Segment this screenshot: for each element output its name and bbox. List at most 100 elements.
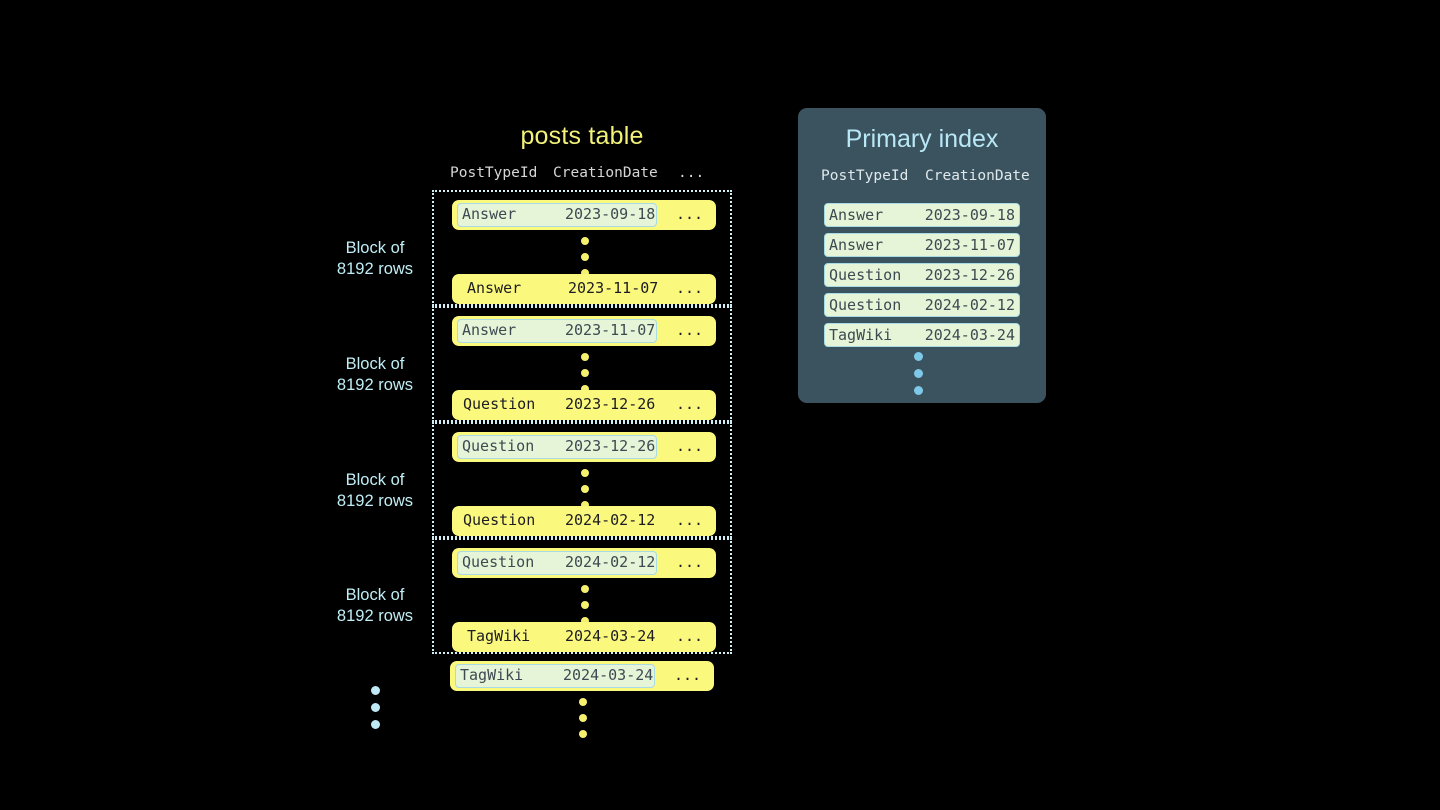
cell-posttypeid: TagWiki bbox=[467, 627, 531, 645]
cell-more: ... bbox=[676, 321, 704, 339]
cell-posttypeid: TagWiki bbox=[460, 666, 524, 684]
block-2: Answer 2023-11-07 ... Question 2023-12-2… bbox=[432, 306, 732, 422]
block-label-line2: 8192 rows bbox=[336, 376, 414, 394]
index-row[interactable]: TagWiki 2024-03-24 bbox=[824, 323, 1020, 347]
index-row[interactable]: Question 2023-12-26 bbox=[824, 263, 1020, 287]
row-ellipsis-vertical bbox=[581, 353, 591, 401]
table-row[interactable]: Answer 2023-11-07 ... bbox=[452, 274, 716, 304]
cell-posttypeid: Question bbox=[462, 437, 535, 455]
dot bbox=[371, 720, 380, 729]
index-row[interactable]: Question 2024-02-12 bbox=[824, 293, 1020, 317]
dot bbox=[581, 353, 589, 361]
cell-creationdate: 2024-03-24 bbox=[563, 666, 654, 684]
row-key-highlight bbox=[457, 319, 657, 343]
cell-more: ... bbox=[676, 395, 704, 413]
dot bbox=[371, 703, 380, 712]
dot bbox=[579, 730, 587, 738]
cell-more: ... bbox=[674, 666, 702, 684]
index-cell-creationdate: 2023-09-18 bbox=[924, 206, 1015, 224]
index-cell-creationdate: 2023-12-26 bbox=[924, 266, 1015, 284]
index-cell-posttypeid: Answer bbox=[829, 236, 884, 254]
index-row[interactable]: Answer 2023-09-18 bbox=[824, 203, 1020, 227]
cell-more: ... bbox=[676, 553, 704, 571]
table-row[interactable]: Answer 2023-09-18 ... bbox=[452, 200, 716, 230]
posts-table-title: posts table bbox=[520, 122, 644, 150]
table-row[interactable]: TagWiki 2024-03-24 ... bbox=[452, 622, 716, 652]
cell-posttypeid: Answer bbox=[462, 321, 517, 339]
cell-posttypeid: Question bbox=[462, 553, 535, 571]
cell-creationdate: 2024-02-12 bbox=[565, 553, 656, 571]
row-key-highlight bbox=[457, 551, 657, 575]
primary-index-title: Primary index bbox=[845, 125, 999, 153]
index-cell-posttypeid: Question bbox=[829, 266, 902, 284]
index-cell-posttypeid: Question bbox=[829, 296, 902, 314]
block-label-line1: Block of bbox=[345, 586, 405, 604]
index-cell-creationdate: 2024-02-12 bbox=[924, 296, 1015, 314]
cell-creationdate: 2023-09-18 bbox=[565, 205, 656, 223]
cell-posttypeid: Question bbox=[463, 395, 536, 413]
block-1-label: Block of 8192 rows bbox=[300, 238, 450, 280]
primary-index-column-headers: PostTypeId CreationDate bbox=[798, 168, 1046, 190]
dot bbox=[579, 714, 587, 722]
cell-creationdate: 2023-12-26 bbox=[565, 395, 656, 413]
table-row[interactable]: Question 2023-12-26 ... bbox=[452, 432, 716, 462]
row-key-highlight bbox=[457, 203, 657, 227]
dot bbox=[581, 237, 589, 245]
dot bbox=[579, 698, 587, 706]
cell-posttypeid: Question bbox=[463, 511, 536, 529]
index-cell-creationdate: 2023-11-07 bbox=[924, 236, 1015, 254]
blocks-ellipsis-vertical bbox=[371, 686, 381, 737]
dot bbox=[914, 386, 923, 395]
cell-posttypeid: Answer bbox=[467, 279, 522, 297]
block-4: Question 2024-02-12 ... TagWiki 2024-03-… bbox=[432, 538, 732, 654]
block-label-line1: Block of bbox=[345, 239, 405, 257]
dot bbox=[581, 617, 589, 625]
cell-more: ... bbox=[676, 279, 704, 297]
cell-posttypeid: Answer bbox=[462, 205, 517, 223]
block-label-line1: Block of bbox=[345, 355, 405, 373]
posts-table-section: posts table PostTypeId CreationDate ... … bbox=[300, 122, 732, 746]
index-row[interactable]: Answer 2023-11-07 bbox=[824, 233, 1020, 257]
cell-creationdate: 2023-11-07 bbox=[568, 279, 659, 297]
row-key-highlight bbox=[457, 435, 657, 459]
dot bbox=[581, 501, 589, 509]
dot bbox=[371, 686, 380, 695]
index-cell-creationdate: 2024-03-24 bbox=[924, 326, 1015, 344]
primary-index-panel: Primary index PostTypeId CreationDate An… bbox=[798, 108, 1046, 403]
block-label-line2: 8192 rows bbox=[336, 492, 414, 510]
block-label-line1: Block of bbox=[345, 471, 405, 489]
cell-more: ... bbox=[676, 627, 704, 645]
index-ellipsis-vertical bbox=[914, 352, 924, 403]
table-row[interactable]: Question 2024-02-12 ... bbox=[452, 548, 716, 578]
table-row[interactable]: Question 2024-02-12 ... bbox=[452, 506, 716, 536]
dot bbox=[581, 469, 589, 477]
cell-creationdate: 2024-02-12 bbox=[565, 511, 656, 529]
block-3-label: Block of 8192 rows bbox=[300, 470, 450, 512]
dot bbox=[581, 585, 589, 593]
row-ellipsis-vertical bbox=[581, 585, 591, 633]
block-4-label: Block of 8192 rows bbox=[300, 585, 450, 627]
dot bbox=[581, 253, 589, 261]
column-header-creationdate: CreationDate bbox=[553, 165, 658, 181]
dot bbox=[581, 369, 589, 377]
block-label-line2: 8192 rows bbox=[336, 607, 414, 625]
table-row[interactable]: Answer 2023-11-07 ... bbox=[452, 316, 716, 346]
index-column-header-posttypeid: PostTypeId bbox=[821, 168, 909, 184]
column-header-more: ... bbox=[678, 165, 705, 181]
cell-more: ... bbox=[676, 511, 704, 529]
dot bbox=[581, 601, 589, 609]
index-cell-posttypeid: TagWiki bbox=[829, 326, 893, 344]
table-ellipsis-vertical bbox=[579, 698, 589, 746]
dot bbox=[914, 369, 923, 378]
table-row-trailing[interactable]: TagWiki 2024-03-24 ... bbox=[450, 661, 714, 691]
index-cell-posttypeid: Answer bbox=[829, 206, 884, 224]
block-2-label: Block of 8192 rows bbox=[300, 354, 450, 396]
block-1: Answer 2023-09-18 ... Answer 2023-11-07 … bbox=[432, 190, 732, 306]
dot bbox=[581, 269, 589, 277]
index-column-header-creationdate: CreationDate bbox=[925, 168, 1030, 184]
cell-creationdate: 2023-12-26 bbox=[565, 437, 656, 455]
dot bbox=[581, 385, 589, 393]
cell-creationdate: 2024-03-24 bbox=[565, 627, 656, 645]
cell-more: ... bbox=[676, 437, 704, 455]
table-row[interactable]: Question 2023-12-26 ... bbox=[452, 390, 716, 420]
